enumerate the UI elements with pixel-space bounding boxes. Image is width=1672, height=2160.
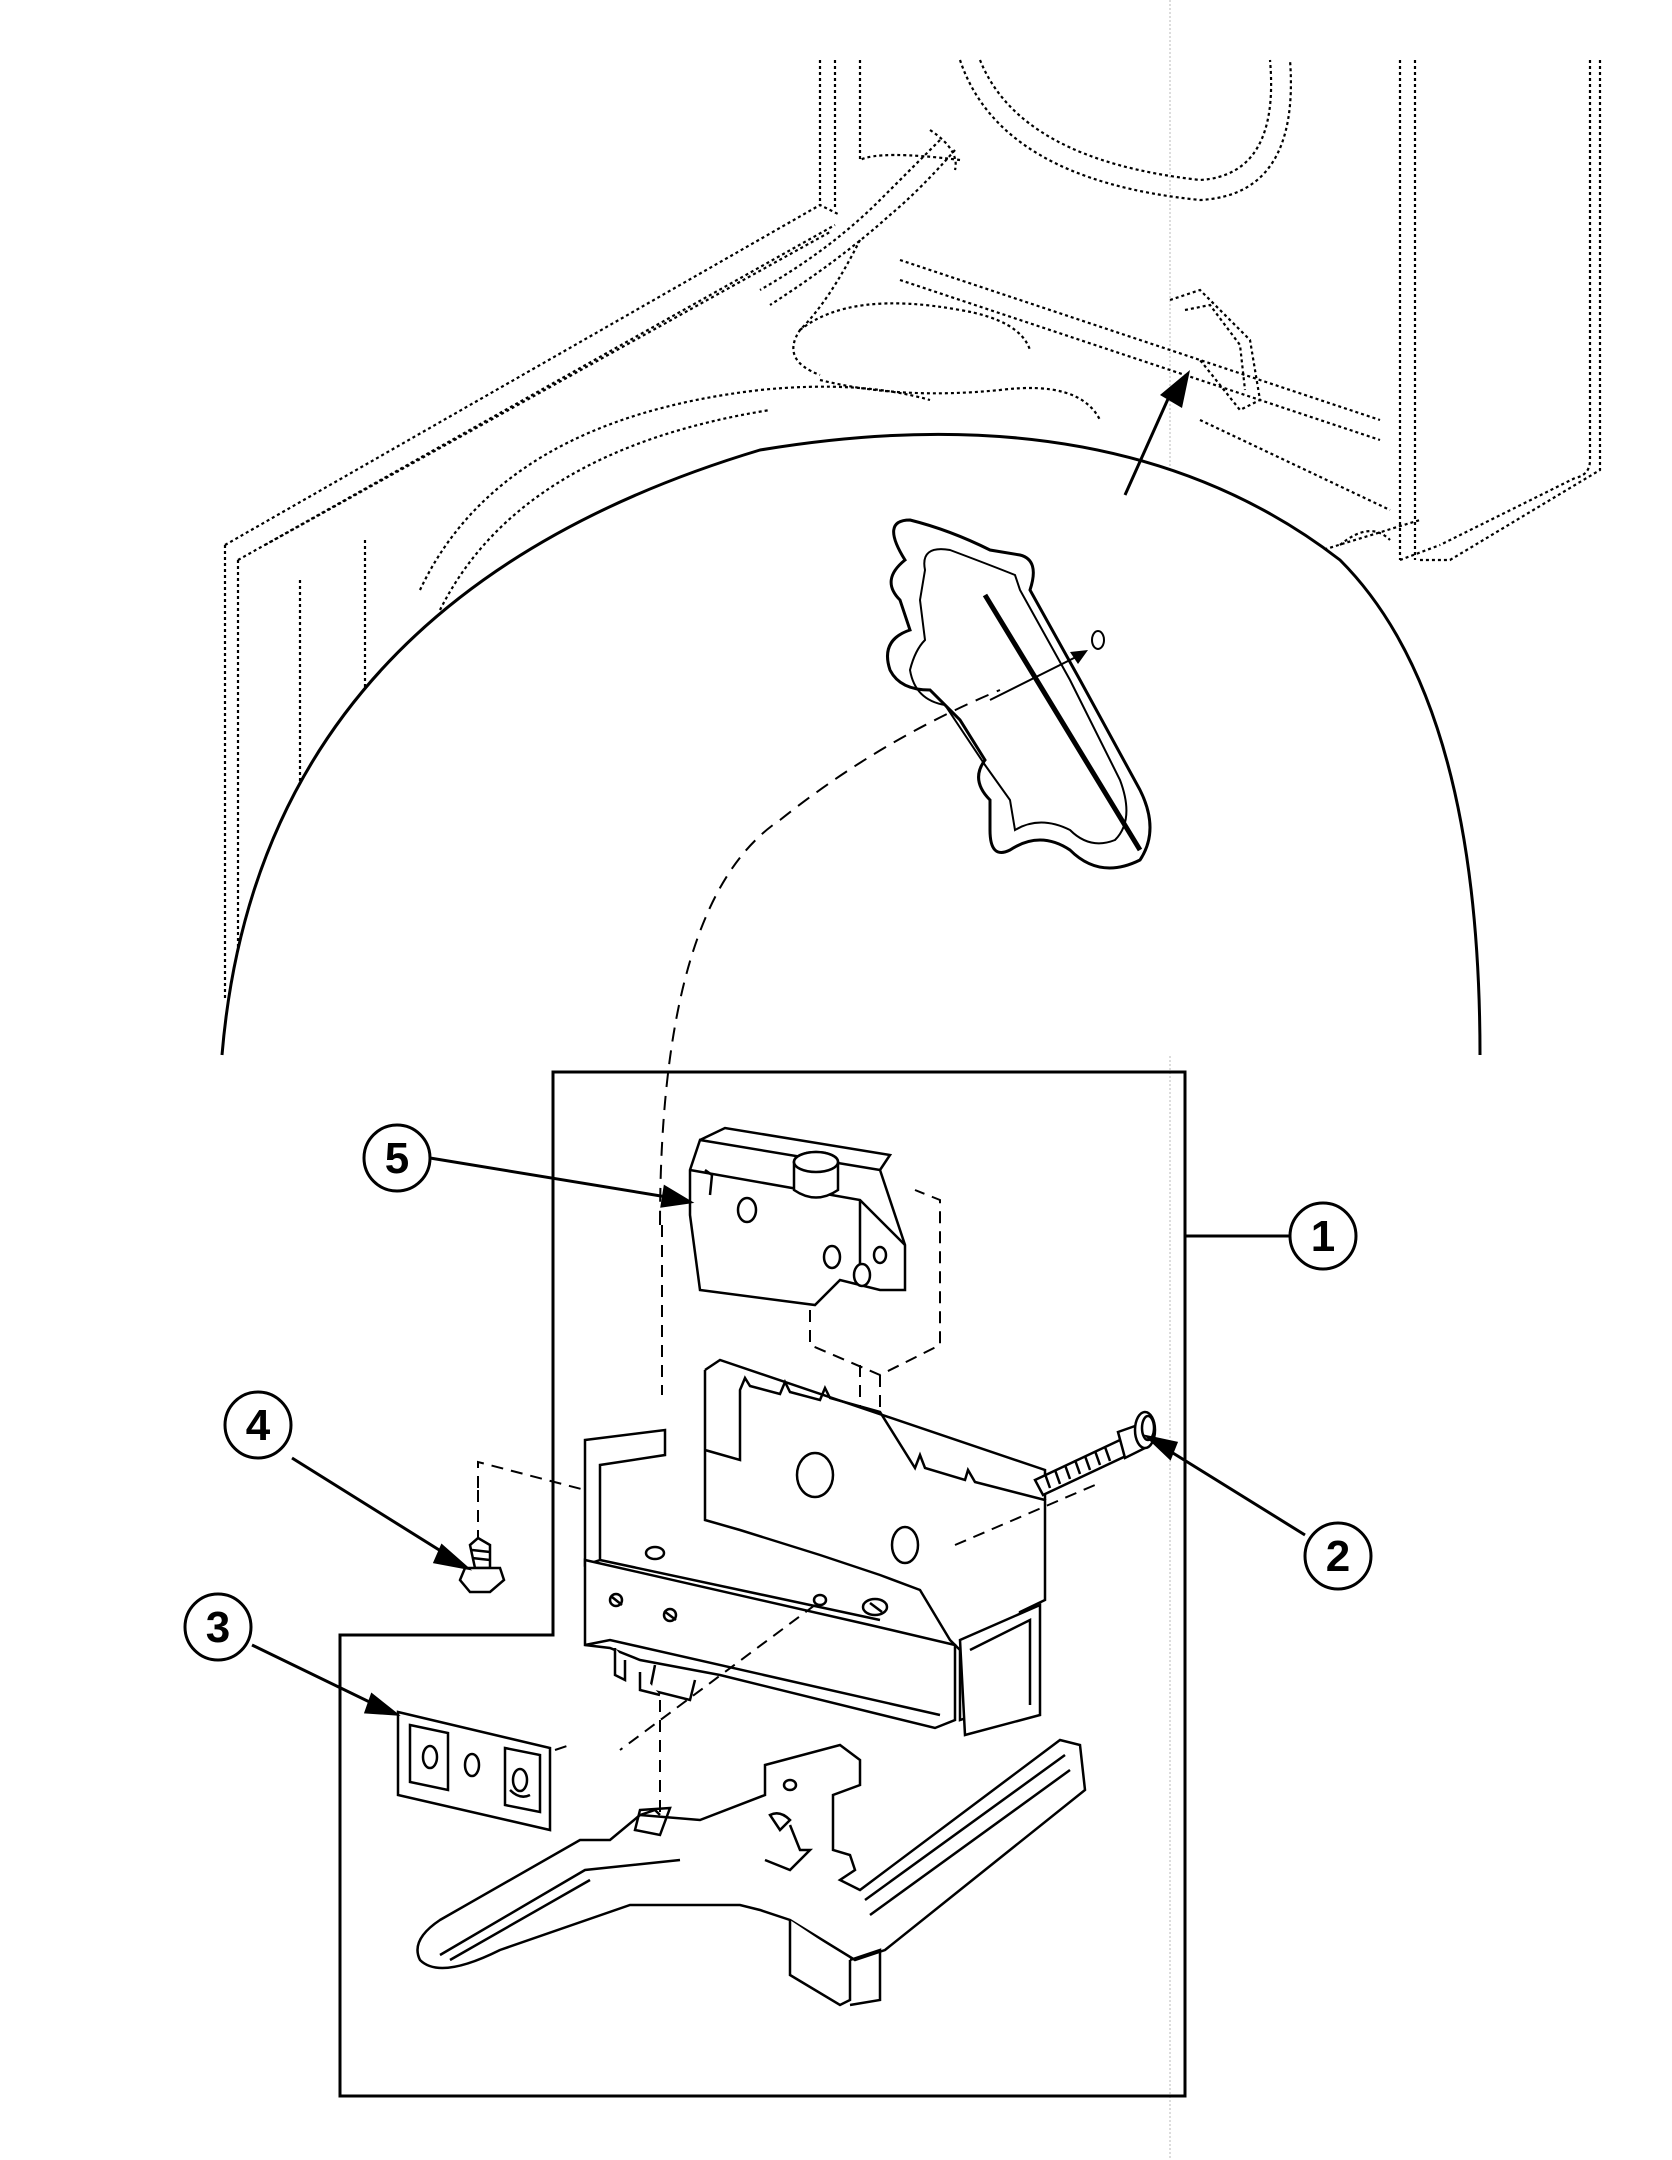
dryer-cabinet-outline <box>223 59 1602 1000</box>
actuator-lever-part <box>416 1738 1087 2007</box>
magnifier-leader <box>1123 389 1174 496</box>
switch-mounting-bracket <box>583 1358 1047 1737</box>
svg-text:4: 4 <box>246 1401 271 1450</box>
callout-4: 4 <box>223 1390 293 1460</box>
callout-leaders <box>251 1156 1306 1716</box>
callout-5: 5 <box>362 1123 432 1193</box>
door-switch-opening <box>886 518 1152 870</box>
svg-text:2: 2 <box>1326 1532 1350 1581</box>
target-arrowhead-icon <box>1070 650 1088 664</box>
svg-text:3: 3 <box>206 1603 230 1652</box>
clip-plate-part <box>396 1710 552 1832</box>
long-screw-part <box>1033 1410 1157 1497</box>
svg-text:5: 5 <box>385 1134 409 1183</box>
callout-1: 1 <box>1288 1201 1358 1271</box>
installation-path <box>659 689 1001 1226</box>
mounting-hole-target <box>1091 630 1105 650</box>
magnifier-arrowhead-icon <box>1160 370 1190 408</box>
target-leader <box>989 654 1081 701</box>
callout-2: 2 <box>1303 1521 1373 1591</box>
callout-3: 3 <box>183 1592 253 1662</box>
magnifier-circle <box>220 432 1482 1056</box>
small-screw-part <box>458 1536 506 1594</box>
door-switch-part <box>688 1126 907 1307</box>
svg-text:1: 1 <box>1311 1212 1335 1261</box>
parts-assembly-frame <box>338 1070 1187 2098</box>
